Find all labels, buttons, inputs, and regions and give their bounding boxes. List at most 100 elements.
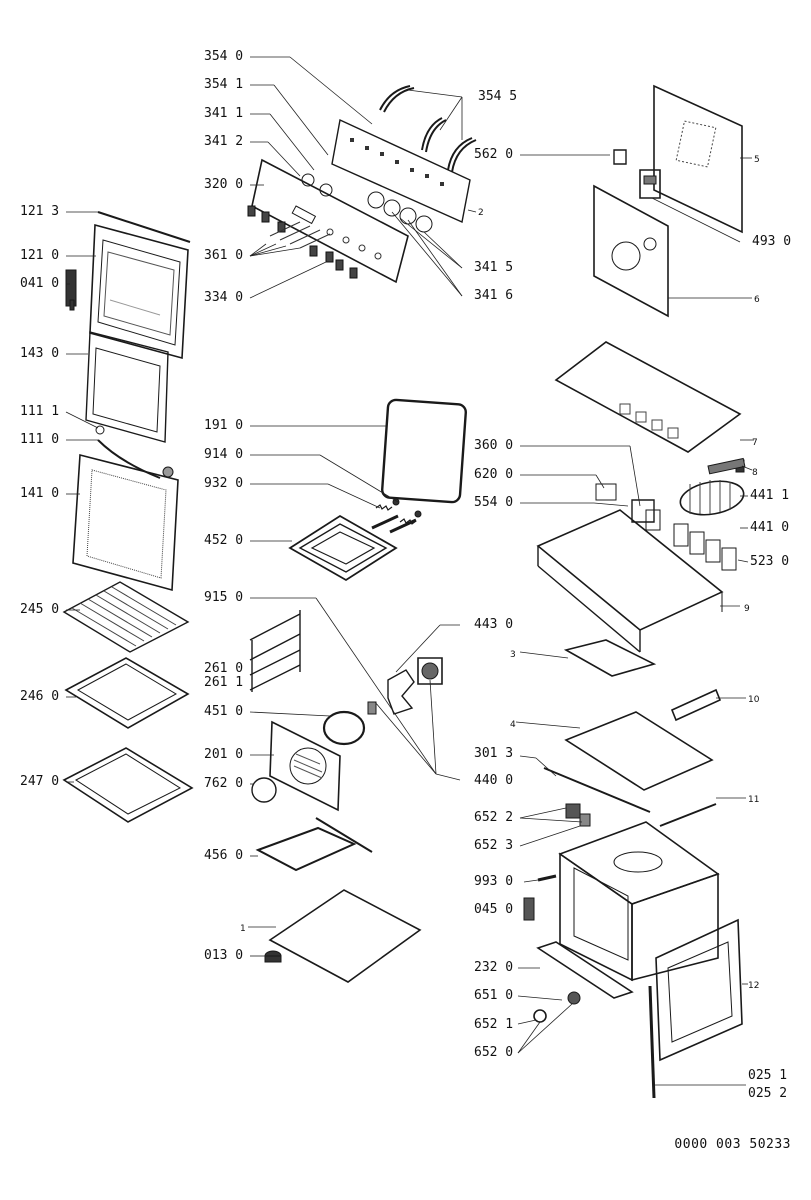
label-562-0: 562 0 <box>474 147 514 162</box>
document-code: 0000 003 50233 <box>674 1137 791 1152</box>
label-111-1: 111 1 <box>20 404 60 419</box>
label-247-0: 247 0 <box>20 774 60 789</box>
part-number-3: 3 <box>510 650 516 660</box>
rear-panel <box>654 86 742 232</box>
part-number-1: 1 <box>240 924 246 934</box>
part-number-4: 4 <box>510 720 516 730</box>
label-025-1: 025 1 <box>748 1068 788 1083</box>
label-441-0: 441 0 <box>750 520 790 535</box>
label-354-0: 354 0 <box>204 49 244 64</box>
outer-door-glass <box>90 225 188 358</box>
part-number-8: 8 <box>752 468 758 478</box>
oven-cavity <box>560 822 718 980</box>
cross-member-3 <box>566 640 654 676</box>
door-gasket <box>382 399 467 502</box>
label-361-0: 361 0 <box>204 248 244 263</box>
label-261-0: 261 0 <box>204 661 244 676</box>
oven-floor-panel-4 <box>566 712 712 790</box>
label-554-0: 554 0 <box>474 495 514 510</box>
part-number-10: 10 <box>748 695 760 705</box>
inner-door-glass <box>86 332 168 442</box>
foot <box>265 951 281 962</box>
label-451-0: 451 0 <box>204 704 244 719</box>
fan-motor-assembly <box>678 459 747 520</box>
hinge-block <box>524 898 534 920</box>
label-141-0: 141 0 <box>20 486 60 501</box>
top-cover <box>556 342 740 452</box>
label-143-0: 143 0 <box>20 346 60 361</box>
label-121-0: 121 0 <box>20 248 60 263</box>
label-041-0: 041 0 <box>20 276 60 291</box>
label-025-2: 025 2 <box>748 1086 788 1101</box>
label-652-3: 652 3 <box>474 838 514 853</box>
part-number-6: 6 <box>754 295 760 305</box>
label-652-2: 652 2 <box>474 810 514 825</box>
fan-blade <box>368 670 414 714</box>
front-frame-12 <box>656 920 742 1060</box>
label-320-0: 320 0 <box>204 177 244 192</box>
bottom-trim <box>538 942 632 998</box>
rear-wall-plate <box>594 186 668 316</box>
part-number-5: 5 <box>754 155 760 165</box>
control-panel-fascia <box>252 160 432 282</box>
label-493-0: 493 0 <box>752 234 792 249</box>
label-360-0: 360 0 <box>474 438 514 453</box>
grill-element <box>290 516 416 580</box>
lamp-holder <box>566 804 590 826</box>
label-341-1: 341 1 <box>204 106 244 121</box>
relay-blocks <box>674 524 736 570</box>
label-261-1: 261 1 <box>204 675 244 690</box>
label-245-0: 245 0 <box>20 602 60 617</box>
label-232-0: 232 0 <box>474 960 514 975</box>
fan-motor <box>418 658 442 684</box>
label-045-0: 045 0 <box>474 902 514 917</box>
circular-heater <box>324 712 364 744</box>
label-354-1: 354 1 <box>204 77 244 92</box>
shallow-tray <box>66 658 188 728</box>
side-strip <box>650 986 654 1098</box>
spring-clips <box>376 499 421 524</box>
part-number-2: 2 <box>478 208 484 218</box>
label-334-0: 334 0 <box>204 290 244 305</box>
switch-assembly <box>596 484 660 530</box>
label-993-0: 993 0 <box>474 874 514 889</box>
label-341-2: 341 2 <box>204 134 244 149</box>
label-013-0: 013 0 <box>204 948 244 963</box>
rod-11 <box>660 804 716 826</box>
part-number-11: 11 <box>748 795 760 805</box>
label-932-0: 932 0 <box>204 476 244 491</box>
label-452-0: 452 0 <box>204 533 244 548</box>
label-651-0: 651 0 <box>474 988 514 1003</box>
part-number-7: 7 <box>752 438 758 448</box>
thermal-switch <box>614 150 626 164</box>
bottom-cover <box>270 890 420 982</box>
label-762-0: 762 0 <box>204 776 244 791</box>
label-441-1: 441 1 <box>750 488 790 503</box>
trim-strip <box>544 768 650 812</box>
fan-cover-plate <box>270 722 340 810</box>
label-341-5: 341 5 <box>474 260 514 275</box>
label-523-0: 523 0 <box>750 554 790 569</box>
label-111-0: 111 0 <box>20 432 60 447</box>
part-number-12: 12 <box>748 981 760 991</box>
part-number-9: 9 <box>744 604 750 614</box>
wire-harness <box>380 86 476 172</box>
label-915-0: 915 0 <box>204 590 244 605</box>
label-652-0: 652 0 <box>474 1045 514 1060</box>
switch-spindles <box>270 222 330 248</box>
door-frame-panel <box>73 455 178 590</box>
label-301-3: 301 3 <box>474 746 514 761</box>
wire-shelf <box>64 582 188 652</box>
label-914-0: 914 0 <box>204 447 244 462</box>
base-tray <box>538 510 722 652</box>
deep-tray <box>64 748 192 822</box>
leader-lines <box>66 57 754 1085</box>
label-246-0: 246 0 <box>20 689 60 704</box>
bracket-10 <box>672 690 720 720</box>
side-rack <box>250 610 300 692</box>
label-121-3: 121 3 <box>20 204 60 219</box>
label-354-5: 354 5 <box>478 89 518 104</box>
lamp-cover <box>252 778 276 802</box>
label-443-0: 443 0 <box>474 617 514 632</box>
